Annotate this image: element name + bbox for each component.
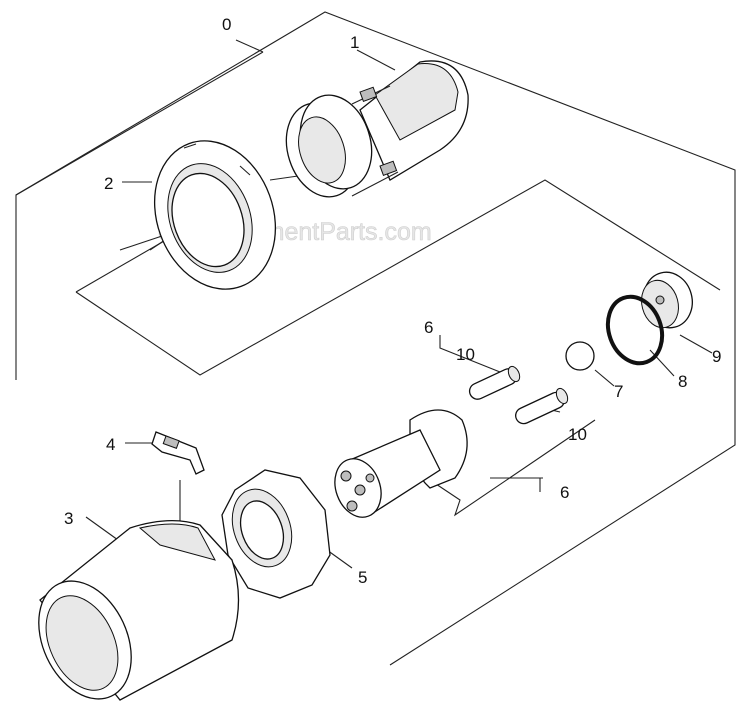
callout-10-top: 10 [456,345,475,364]
callout-7: 7 [614,382,623,401]
part-8-o-ring [605,294,665,366]
callout-0: 0 [222,15,231,34]
callout-10-bottom: 10 [568,425,587,444]
callout-6-bottom: 6 [560,483,569,502]
callout-9: 9 [712,347,721,366]
part-2-retaining-ring [153,140,277,290]
part-3-cover [38,520,240,701]
callout-4: 4 [106,435,115,454]
part-6-nozzle-insert [334,409,468,518]
part-4-clip [151,431,205,475]
callout-3: 3 [64,509,73,528]
callout-2: 2 [104,174,113,193]
part-1-nozzle-body [285,60,469,198]
part-10-pin-top [468,365,521,400]
part-7-ball [565,341,595,371]
assembly-outline [15,11,736,666]
part-10-pin-bottom [515,387,569,425]
callout-5: 5 [358,568,367,587]
callout-labels: 0 1 2 3 4 5 6 6 7 8 9 10 10 [64,15,721,587]
callout-8: 8 [678,372,687,391]
part-5-hex-nut [221,469,331,599]
callout-1: 1 [350,33,359,52]
callout-6-top: 6 [424,318,433,337]
